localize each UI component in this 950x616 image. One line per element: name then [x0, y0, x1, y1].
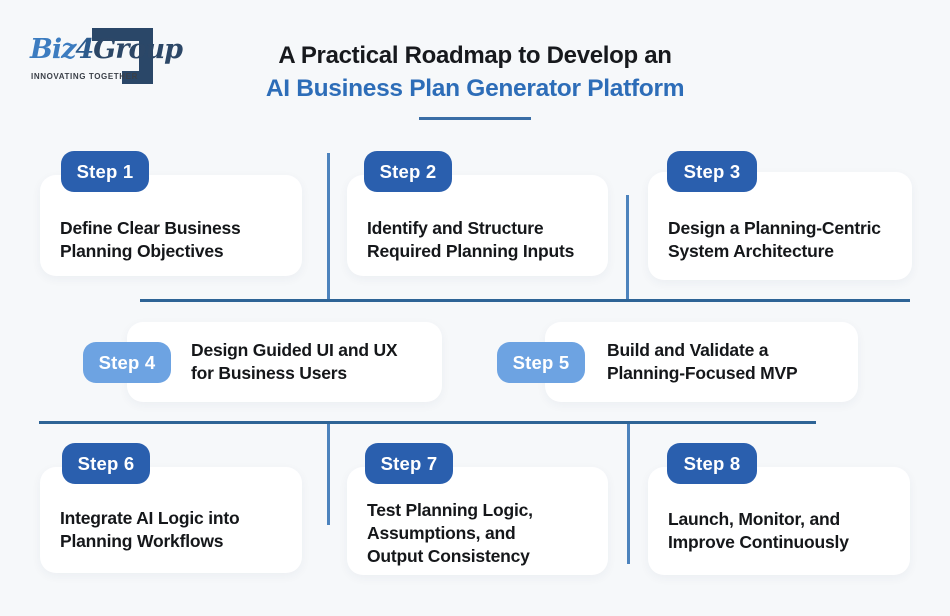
step-7-card: Test Planning Logic, Assumptions, and Ou…	[347, 467, 608, 575]
step-6-text: Integrate AI Logic into Planning Workflo…	[60, 508, 240, 551]
brand-name: Biz4Group	[30, 34, 183, 65]
step-8-text: Launch, Monitor, and Improve Continuousl…	[668, 509, 849, 552]
connector-vertical-row3-b	[627, 424, 630, 564]
connector-horizontal-2	[39, 421, 816, 424]
step-4-badge: Step 4	[83, 342, 171, 383]
step-1-badge: Step 1	[61, 151, 149, 192]
connector-vertical-row1-b	[626, 195, 629, 299]
brand-name-group: Group	[93, 34, 183, 65]
title-line-2: AI Business Plan Generator Platform	[265, 75, 685, 102]
step-4-card: Design Guided UI and UX for Business Use…	[127, 322, 442, 402]
page-title: A Practical Roadmap to Develop an AI Bus…	[0, 42, 950, 103]
step-4-text: Design Guided UI and UX for Business Use…	[191, 340, 398, 383]
step-3-text: Design a Planning-Centric System Archite…	[668, 218, 881, 261]
connector-vertical-row1-a	[327, 153, 330, 299]
step-7-text: Test Planning Logic, Assumptions, and Ou…	[367, 500, 533, 566]
step-3-card: Design a Planning-Centric System Archite…	[648, 172, 912, 280]
step-5-badge: Step 5	[497, 342, 585, 383]
step-2-badge: Step 2	[364, 151, 452, 192]
step-2-text: Identify and Structure Required Planning…	[367, 218, 575, 261]
connector-vertical-row3-a	[327, 424, 330, 525]
step-8-badge: Step 8	[667, 443, 757, 484]
step-6-card: Integrate AI Logic into Planning Workflo…	[40, 467, 302, 573]
step-5-text: Build and Validate a Planning-Focused MV…	[607, 340, 798, 383]
step-5-card: Build and Validate a Planning-Focused MV…	[545, 322, 858, 402]
brand-logo: Biz4Group INNOVATING TOGETHER	[28, 20, 183, 88]
step-6-badge: Step 6	[62, 443, 150, 484]
step-1-text: Define Clear Business Planning Objective…	[60, 218, 241, 261]
brand-tagline: INNOVATING TOGETHER	[31, 72, 138, 81]
step-3-badge: Step 3	[667, 151, 757, 192]
title-underline	[419, 117, 531, 120]
brand-name-four: 4	[75, 34, 94, 65]
connector-horizontal-1	[140, 299, 910, 302]
step-8-card: Launch, Monitor, and Improve Continuousl…	[648, 467, 910, 575]
step-7-badge: Step 7	[365, 443, 453, 484]
brand-name-biz: Biz	[30, 34, 76, 65]
title-line-1: A Practical Roadmap to Develop an	[278, 42, 672, 69]
brand-bracket-icon	[92, 28, 153, 84]
